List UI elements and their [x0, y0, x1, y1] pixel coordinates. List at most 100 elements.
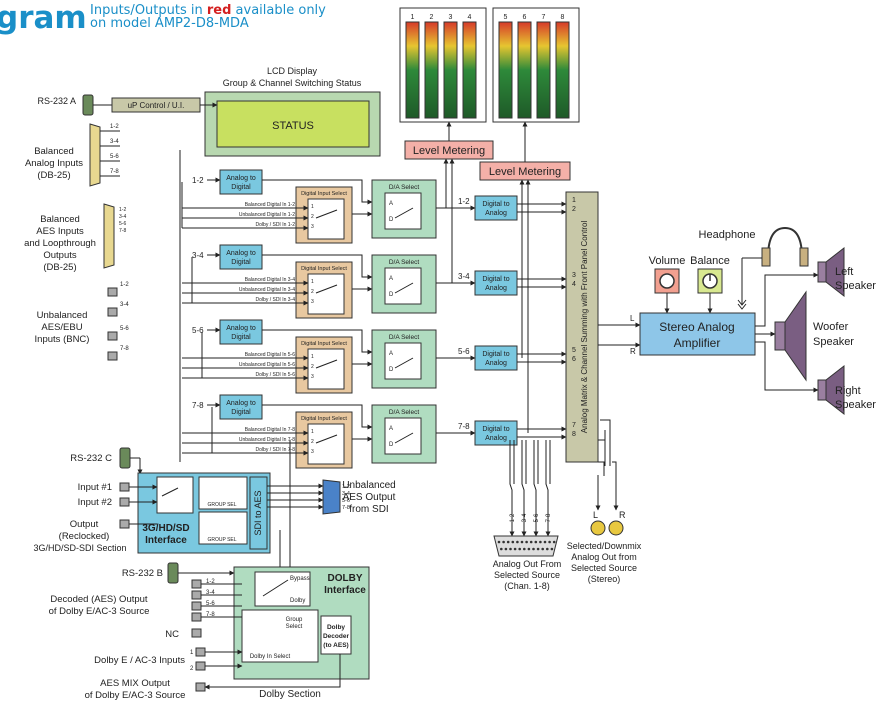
dis-switch	[307, 198, 345, 240]
left-speaker-label-2: Speaker	[835, 280, 876, 292]
dis-blade	[315, 209, 338, 219]
da-select-label: D/A Select	[389, 184, 420, 191]
dta-label-line2: Analog	[485, 435, 507, 442]
sdi-section-label: 3G/HD/SD-SDI Section	[33, 543, 126, 553]
amp-label-1: Stereo Analog	[659, 320, 734, 334]
sdi-group-sel-2-label: GROUP SEL	[207, 537, 236, 543]
db25-analog-connector	[89, 123, 101, 187]
dis-input-label: Balanced Digital In 5-6	[245, 352, 296, 358]
db25-pin	[548, 540, 551, 544]
da-blade	[394, 432, 414, 444]
sdi-bnc-connectors	[119, 482, 158, 529]
meter-bar	[405, 21, 420, 119]
decoded-aes-bnc-icon	[191, 612, 202, 622]
dis-switch	[307, 348, 345, 390]
da-port-d: D	[389, 442, 394, 448]
db25-pin	[539, 540, 542, 544]
dta-label-line2: Analog	[485, 285, 507, 292]
bal-aes-label-3: and Loopthrough	[24, 238, 96, 249]
meter-bar	[517, 21, 532, 119]
balance-label: Balance	[690, 255, 730, 267]
dta-box	[474, 270, 518, 296]
bnc-connector-icon	[107, 307, 118, 317]
bnc-pair-label: 7-8	[120, 346, 129, 352]
db25-pin	[525, 540, 528, 544]
dis-blade	[315, 359, 338, 369]
db25-pin	[527, 547, 531, 551]
db25-pin	[532, 547, 535, 551]
db25-pin	[504, 547, 508, 551]
dolby-section-label: Dolby Section	[259, 689, 321, 700]
analog-pair-label: 7-8	[110, 169, 119, 175]
sdi-input2-bnc-icon	[119, 497, 130, 507]
dis-port-number: 3	[311, 224, 314, 230]
dis-input-label: Unbalanced Digital In 5-6	[239, 362, 295, 368]
sdi-input1-bnc-icon	[119, 482, 130, 492]
matrix-input-number: 3	[572, 272, 576, 279]
aes-pair-label: 5-6	[119, 221, 126, 227]
dta-box	[474, 195, 518, 221]
dolby-input-number: 1	[190, 650, 194, 656]
downmix-label-3: Selected Source	[571, 563, 637, 573]
dis-port-number: 3	[311, 374, 314, 380]
dis-input-label: Dolby / SDI In 1-2	[256, 222, 296, 228]
bnc-pair-label: 5-6	[120, 326, 129, 332]
aes-mix-label-1: AES MIX Output	[100, 678, 170, 689]
db25-analog-out-connector	[493, 535, 559, 557]
analog-matrix-label: Analog Matrix & Channel Summing with Fro…	[580, 221, 589, 434]
dolby-in-select-label: Dolby In Select	[250, 654, 291, 660]
aes-output-wires: 1-23-45-67-8	[267, 483, 350, 511]
matrix-input-number: 2	[572, 206, 576, 213]
amp-label-2: Amplifier	[674, 336, 721, 350]
channel-pair-label: 5-6	[192, 326, 204, 335]
level-metering-label-1: Level Metering	[413, 145, 485, 157]
dis-port-number: 1	[311, 354, 314, 360]
downmix-taps	[598, 461, 617, 476]
right-speaker-icon	[817, 364, 845, 416]
header-note-line1: Inputs/Outputs in red available only	[90, 3, 326, 18]
sdi-input1-label: Input #1	[78, 482, 112, 493]
da-blade	[394, 357, 414, 369]
rs232c-label: RS-232 C	[70, 453, 112, 464]
meter-channel-number: 7	[542, 14, 546, 21]
dolby-decoder-label-3: (to AES)	[323, 642, 348, 649]
db25-pin	[534, 540, 538, 544]
lcd-title-line2: Group & Channel Switching Status	[223, 78, 362, 88]
dolby-interface-label-1: DOLBY	[328, 573, 363, 584]
level-metering-label-2: Level Metering	[489, 166, 561, 178]
adc-label-line2: Digital	[231, 259, 251, 266]
aes-output-pair-label: 5-6	[342, 498, 350, 504]
dolby-bnc-connectors: 1-23-45-67-812	[190, 579, 341, 692]
aes-output-pair-label: 1-2	[342, 484, 350, 490]
db25-pin	[500, 547, 503, 551]
sdi-switch-blade	[161, 487, 179, 497]
meter-channel-number: 4	[468, 14, 472, 21]
downmix-label-1: Selected/Downmix	[567, 541, 642, 551]
aes-pair-label: 3-4	[119, 214, 126, 220]
dis-port-number: 1	[311, 429, 314, 435]
dis-port-number: 2	[311, 439, 314, 445]
downmix-label-2: Analog Out from	[571, 552, 637, 562]
dta-pair-label: 7-8	[458, 422, 470, 431]
aes-output-pair-label: 3-4	[342, 491, 350, 497]
dis-input-label: Unbalanced Digital In 1-2	[239, 212, 295, 218]
dis-port-number: 1	[311, 279, 314, 285]
matrix-input-number: 8	[572, 431, 576, 438]
dis-input-label: Balanced Digital In 3-4	[245, 277, 296, 283]
bnc-connector-icon	[107, 351, 118, 361]
analog-pair-label: 1-2	[110, 124, 119, 130]
meter-bar	[424, 21, 439, 119]
aes-output-label-1: Unbalanced	[342, 480, 395, 491]
dolby-decoder-label-1: Dolby	[327, 624, 345, 631]
right-speaker-label-2: Speaker	[835, 399, 876, 411]
dis-input-label: Unbalanced Digital In 3-4	[239, 287, 295, 293]
adc-to-da-wire	[262, 404, 373, 430]
db25-pin	[550, 547, 554, 551]
analog-out-wire	[509, 440, 515, 537]
meter-bar	[498, 21, 513, 119]
analog-matrix-box	[565, 191, 599, 463]
dis-blade	[315, 284, 338, 294]
